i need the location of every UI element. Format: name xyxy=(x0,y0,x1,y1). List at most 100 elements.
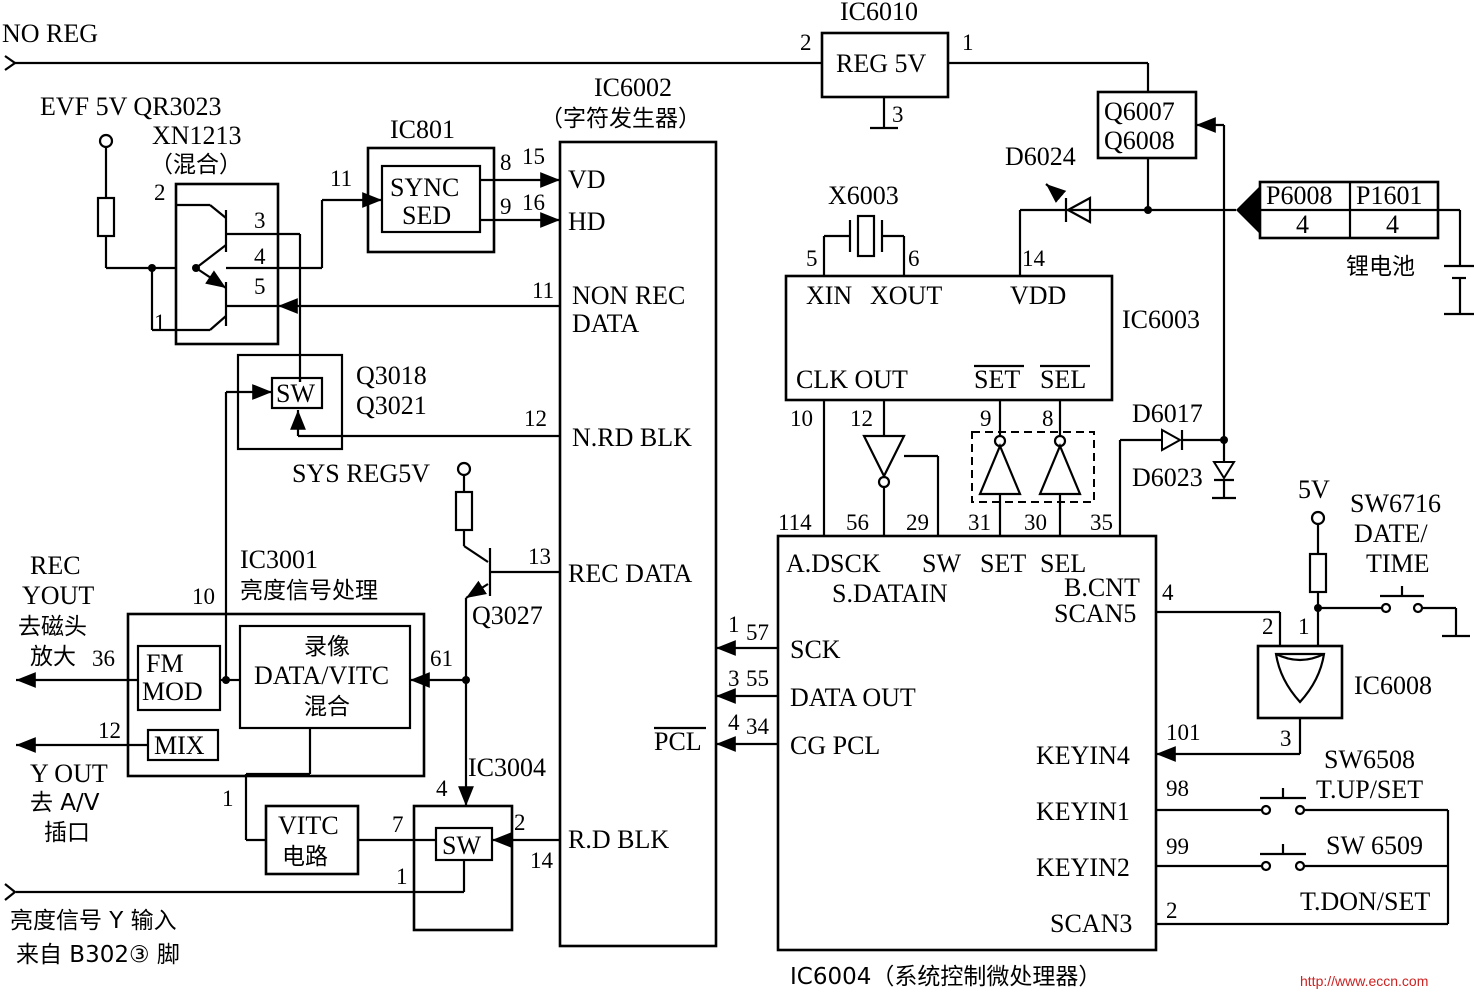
svg-text:4: 4 xyxy=(1296,210,1309,239)
svg-text:亮度信号 Y 输入: 亮度信号 Y 输入 xyxy=(10,908,177,934)
rec-yout-label: REC YOUT 去磁头 放大 xyxy=(18,551,94,670)
no-reg-input: NO REG 2 xyxy=(2,19,822,71)
svg-text:SEL: SEL xyxy=(1040,549,1086,578)
svg-text:2: 2 xyxy=(1166,898,1178,923)
svg-text:NO REG: NO REG xyxy=(2,19,98,48)
svg-text:XN1213: XN1213 xyxy=(152,121,242,150)
svg-text:D6023: D6023 xyxy=(1132,463,1203,492)
svg-text:X6003: X6003 xyxy=(828,181,899,210)
svg-text:（字符发生器）: （字符发生器） xyxy=(540,106,701,132)
svg-text:SCAN3: SCAN3 xyxy=(1050,909,1132,938)
svg-text:D6024: D6024 xyxy=(1005,142,1076,171)
svg-text:VD: VD xyxy=(568,165,606,194)
svg-text:PCL: PCL xyxy=(654,727,702,756)
svg-text:55: 55 xyxy=(746,666,769,691)
svg-text:4: 4 xyxy=(254,244,266,269)
svg-text:A.DSCK: A.DSCK xyxy=(786,549,881,578)
svg-text:（混合）: （混合） xyxy=(150,152,242,178)
sw6509-switch: SW 6509 99 T.DON/SET 2 xyxy=(1156,831,1448,926)
vitc-circuit: 1 VITC 电路 7 xyxy=(222,728,436,876)
svg-text:3: 3 xyxy=(1280,726,1292,751)
svg-text:R.D BLK: R.D BLK xyxy=(568,825,669,854)
svg-text:Q3027: Q3027 xyxy=(472,601,543,630)
yout-av-label: Y OUT 去 A/V 插口 xyxy=(30,759,108,846)
ic6010-regulator: IC6010 REG 5V 1 3 xyxy=(820,0,1148,130)
svg-text:IC3004: IC3004 xyxy=(468,753,546,782)
svg-text:CLK OUT: CLK OUT xyxy=(796,365,908,394)
svg-text:8: 8 xyxy=(500,150,512,175)
svg-text:KEYIN1: KEYIN1 xyxy=(1036,797,1130,826)
svg-text:亮度信号处理: 亮度信号处理 xyxy=(240,578,378,604)
pin-11-label: 11 xyxy=(532,278,554,303)
y-input-label: 亮度信号 Y 输入 来自 B302③ 脚 xyxy=(10,908,180,968)
svg-text:N.RD BLK: N.RD BLK xyxy=(572,423,692,452)
svg-text:9: 9 xyxy=(980,406,992,431)
svg-text:XIN: XIN xyxy=(806,281,852,310)
svg-text:SW: SW xyxy=(442,831,481,860)
svg-text:XOUT: XOUT xyxy=(870,281,942,310)
q3018-switch: SW Q3018 Q3021 12 xyxy=(224,353,560,680)
svg-text:放大: 放大 xyxy=(30,644,76,670)
svg-text:4: 4 xyxy=(1386,210,1399,239)
svg-text:IC801: IC801 xyxy=(390,115,455,144)
svg-text:SET: SET xyxy=(980,549,1026,578)
svg-text:IC6008: IC6008 xyxy=(1354,671,1432,700)
svg-text:3: 3 xyxy=(254,208,266,233)
x6003-crystal: X6003 5 6 14 xyxy=(806,181,1046,276)
svg-text:VITC: VITC xyxy=(278,811,339,840)
svg-text:7: 7 xyxy=(392,812,404,837)
svg-text:插口: 插口 xyxy=(44,820,90,846)
svg-text:3: 3 xyxy=(728,666,740,691)
svg-text:去 A/V: 去 A/V xyxy=(30,790,100,816)
svg-text:Q6007: Q6007 xyxy=(1104,97,1175,126)
svg-text:Q3021: Q3021 xyxy=(356,391,427,420)
svg-text:13: 13 xyxy=(528,544,551,569)
svg-text:2: 2 xyxy=(800,30,812,55)
svg-text:S.DATAIN: S.DATAIN xyxy=(832,579,948,608)
ic3001-luma: IC3001 亮度信号处理 10 FM MOD 录像 DATA/VITC 混合 … xyxy=(15,545,470,778)
d6024-diode: D6024 xyxy=(1005,142,1236,276)
svg-text:2: 2 xyxy=(154,180,166,205)
watermark: http://www.eccn.com xyxy=(1300,973,1428,989)
buffer-gates: D6017 D6023 xyxy=(822,399,1236,536)
svg-text:FM: FM xyxy=(146,649,184,678)
svg-text:IC6003: IC6003 xyxy=(1122,305,1200,334)
svg-text:2: 2 xyxy=(1262,614,1274,639)
svg-text:Y OUT: Y OUT xyxy=(30,759,108,788)
svg-text:来自 B302③ 脚: 来自 B302③ 脚 xyxy=(16,942,180,968)
svg-text:SCK: SCK xyxy=(790,635,841,664)
svg-text:1: 1 xyxy=(962,30,974,55)
svg-text:KEYIN2: KEYIN2 xyxy=(1036,853,1130,882)
svg-text:NON REC: NON REC xyxy=(572,281,685,310)
svg-text:12: 12 xyxy=(850,406,873,431)
svg-text:去磁头: 去磁头 xyxy=(18,614,87,640)
svg-text:IC6004（系统控制微处理器）: IC6004（系统控制微处理器） xyxy=(790,964,1101,990)
svg-text:SW6508: SW6508 xyxy=(1324,745,1415,774)
svg-text:DATA: DATA xyxy=(572,309,639,338)
svg-text:1: 1 xyxy=(396,864,408,889)
svg-text:5: 5 xyxy=(806,246,818,271)
svg-text:SYNC: SYNC xyxy=(390,173,459,202)
svg-text:30: 30 xyxy=(1024,510,1047,535)
svg-text:4: 4 xyxy=(436,776,448,801)
q6007-q6008: Q6007 Q6008 xyxy=(1096,63,1226,440)
svg-text:T.DON/SET: T.DON/SET xyxy=(1300,887,1430,916)
svg-text:15: 15 xyxy=(522,144,545,169)
svg-text:REG 5V: REG 5V xyxy=(836,49,927,78)
xn1213-transistor: XN1213 （混合） 2 1 3 4 5 xyxy=(150,121,322,382)
svg-text:锂电池: 锂电池 xyxy=(1346,254,1415,280)
ic801-sync-sep: IC801 SYNC SED 11 8 15 9 16 xyxy=(320,115,560,268)
svg-text:9: 9 xyxy=(500,194,512,219)
svg-text:8: 8 xyxy=(1042,406,1054,431)
svg-text:12: 12 xyxy=(524,406,547,431)
svg-text:SCAN5: SCAN5 xyxy=(1054,599,1136,628)
svg-text:2: 2 xyxy=(514,810,526,835)
svg-text:电路: 电路 xyxy=(282,844,328,870)
svg-text:DATE/: DATE/ xyxy=(1354,519,1428,548)
svg-text:D6017: D6017 xyxy=(1132,399,1203,428)
svg-text:61: 61 xyxy=(430,646,453,671)
svg-text:SET: SET xyxy=(974,365,1020,394)
svg-text:MIX: MIX xyxy=(154,731,205,760)
svg-text:混合: 混合 xyxy=(304,694,350,720)
svg-text:SED: SED xyxy=(402,201,451,230)
